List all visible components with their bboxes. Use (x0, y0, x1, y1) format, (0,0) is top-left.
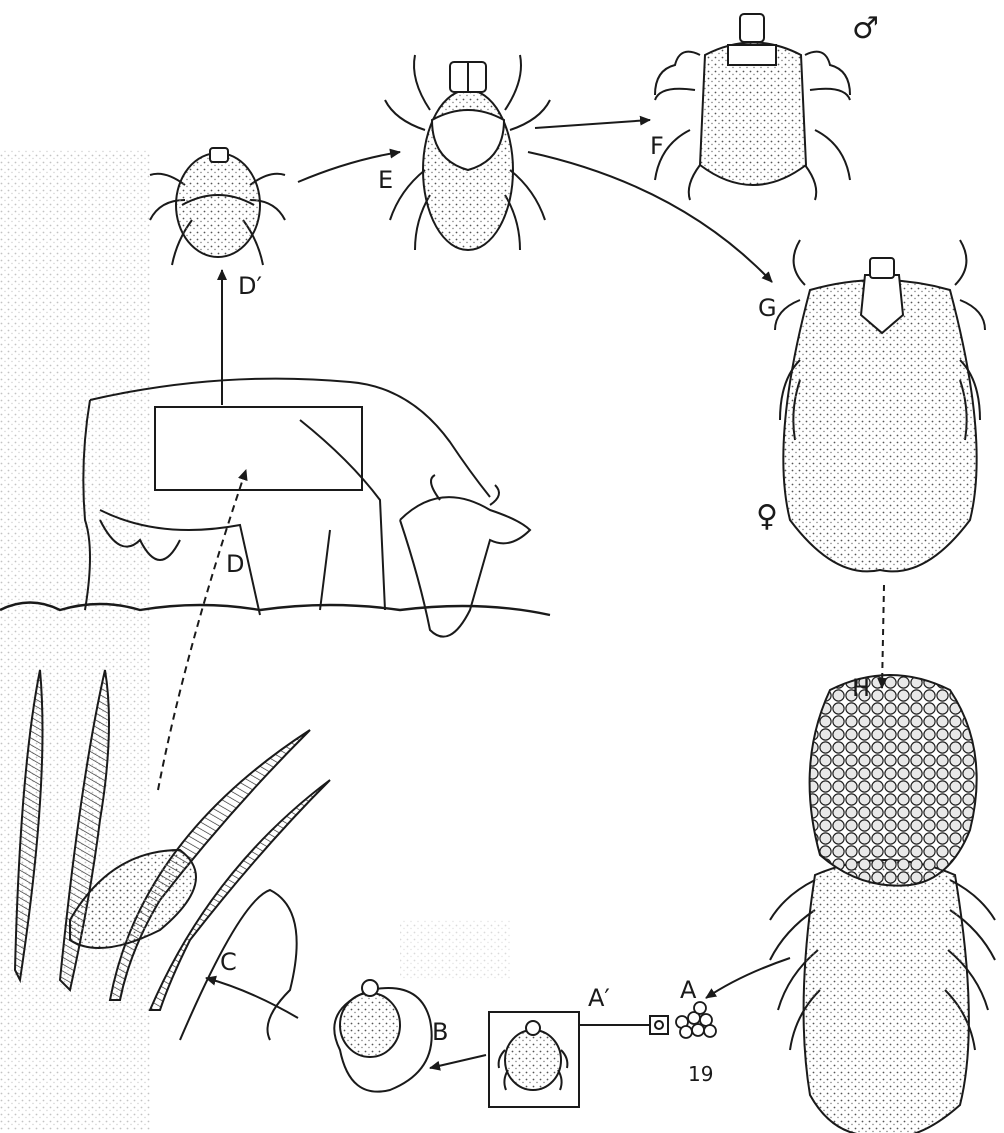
arrow-c-to-d (158, 470, 246, 790)
arrow-g-to-h (882, 585, 884, 688)
page-number: 19 (688, 1064, 713, 1084)
female-symbol: ♀ (756, 502, 778, 532)
eggs-a (676, 1002, 716, 1038)
larva-a-prime-inset (489, 1012, 668, 1107)
tick-female-laying-eggs-h (770, 675, 995, 1133)
label-d-prime: D′ (238, 274, 262, 298)
larva-hatching-b (334, 980, 431, 1092)
label-f: F (650, 134, 664, 158)
label-a: A (680, 978, 696, 1002)
tick-larva-d-prime (150, 148, 285, 265)
male-symbol: ♂ (852, 14, 879, 44)
label-a-prime: A′ (588, 986, 610, 1010)
tick-nymph-e (385, 55, 550, 250)
arrow-e-to-f (535, 120, 650, 128)
label-d: D (226, 552, 244, 576)
label-c: C (220, 950, 237, 974)
tick-adult-male-f (655, 14, 850, 200)
label-b: B (432, 1020, 448, 1044)
label-h: H (852, 676, 870, 700)
label-g: G (758, 296, 777, 320)
arrow-h-to-a (706, 958, 790, 998)
arrow-aprime-to-b (430, 1055, 486, 1068)
tick-adult-female-g (775, 240, 985, 571)
label-e: E (378, 168, 393, 192)
